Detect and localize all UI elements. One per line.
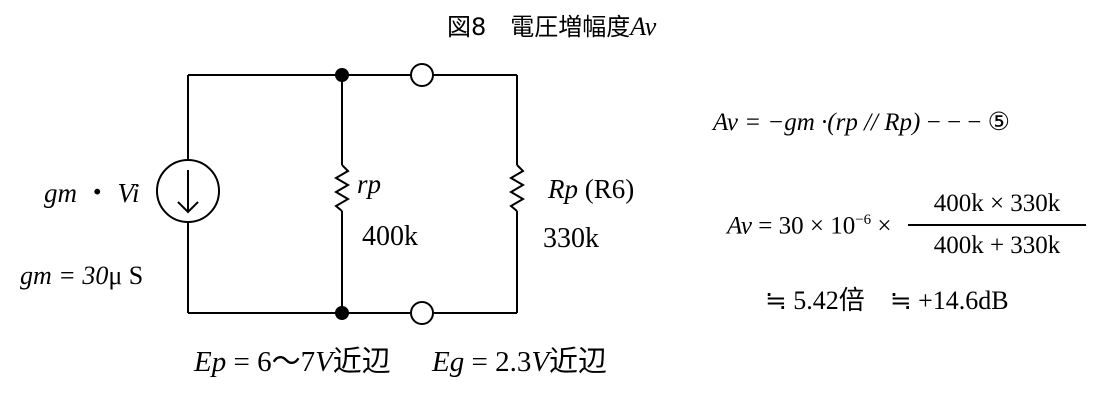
eg-unit: V: [531, 346, 550, 378]
source-label-dot: ・: [83, 178, 111, 208]
eq2-numerator: 400k × 330k: [933, 190, 1061, 217]
output-terminal-top: [410, 63, 434, 87]
eg-voltage-label: Eg = 2.3V近辺: [432, 348, 607, 377]
equation-result: ≒ 5.42倍 ≒ +14.6dB: [765, 288, 1009, 314]
gm-value-unit: μ S: [108, 261, 144, 290]
equation-1: Av = −gm ·(rp // Rp) − − − ⑤: [713, 110, 1010, 135]
junction-dot-top: [335, 68, 349, 82]
figure-title: 図8 電圧増幅度Av: [447, 14, 656, 40]
ep-suffix: 近辺: [332, 346, 391, 378]
output-terminal-bottom: [410, 301, 434, 325]
eq2-fraction: 400k × 330k 400k + 330k: [908, 190, 1086, 260]
ep-value: = 6〜7: [226, 346, 316, 378]
eq1-tag: − − − ⑤: [920, 109, 1011, 136]
source-label-vi: Vi: [117, 178, 140, 208]
result-gain-db: ≒ +14.6dB: [889, 286, 1009, 315]
Rp-label-ref: (R6): [584, 174, 635, 204]
eq2-denominator: 400k + 330k: [908, 224, 1086, 260]
Rp-resistor-symbol: [509, 164, 525, 212]
rp-value: 400k: [362, 221, 418, 252]
source-label: gm ・ Vi: [44, 180, 140, 207]
Rp-value: 330k: [543, 223, 599, 254]
rp-label: rp: [357, 169, 382, 199]
eq1-lhs: Av: [713, 109, 738, 136]
title-prefix: 図8 電圧増幅度: [447, 13, 631, 41]
current-source-arrow-head: [177, 201, 199, 214]
eq2-times: ×: [871, 212, 892, 240]
eq2-coef: = 30 × 10: [752, 212, 856, 240]
current-source-symbol: [156, 159, 220, 223]
rp-resistor-symbol: [334, 164, 350, 212]
gm-value-text: gm = 30: [20, 261, 109, 290]
eg-value: = 2.3: [464, 346, 532, 378]
ep-unit: V: [315, 346, 333, 378]
equation-2: Av = 30 × 10−6 ×: [727, 212, 892, 240]
ep-voltage-label: Ep = 6〜7V近辺: [194, 348, 391, 377]
ep-label: Ep: [194, 346, 227, 378]
junction-dot-bottom: [335, 306, 349, 320]
title-symbol: Av: [630, 12, 657, 41]
eg-label: Eg: [432, 346, 465, 378]
eq1-rhs: = −gm ·(rp // Rp): [738, 109, 921, 136]
Rp-label-symbol: Rp: [548, 174, 578, 204]
eq2-exponent: −6: [855, 212, 872, 228]
gm-value-label: gm = 30μ S: [20, 263, 143, 289]
result-gain-times: ≒ 5.42倍: [765, 286, 865, 315]
Rp-label: Rp (R6): [548, 176, 634, 203]
eq2-lhs: Av: [727, 212, 752, 240]
source-label-gm: gm: [44, 178, 77, 208]
eg-suffix: 近辺: [549, 346, 608, 378]
